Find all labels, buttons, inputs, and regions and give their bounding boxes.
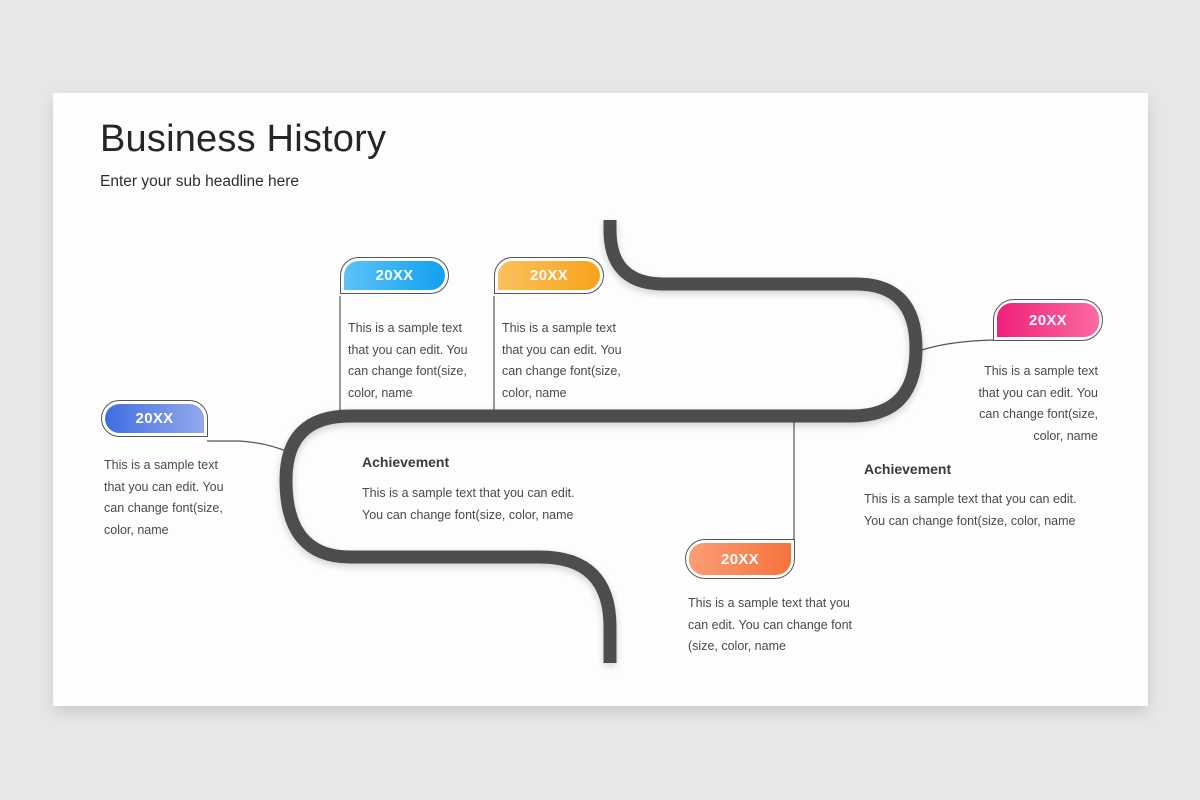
year-label: 20XX xyxy=(105,404,204,433)
page-title: Business History xyxy=(100,118,387,160)
milestone-description: This is a sample text that you can edit.… xyxy=(502,321,622,401)
year-label: 20XX xyxy=(498,261,600,290)
achievement-title: Achievement xyxy=(362,454,450,470)
milestone-description: This is a sample text that you can edit.… xyxy=(104,458,224,538)
milestone-description: This is a sample text that you can edit.… xyxy=(348,321,468,401)
achievement-text: This is a sample text that you can edit.… xyxy=(864,492,1077,528)
year-label: 20XX xyxy=(344,261,445,290)
year-label: 20XX xyxy=(689,543,791,575)
milestone-year-badge: 20XX xyxy=(685,539,795,579)
milestone-year-badge: 20XX xyxy=(494,257,604,294)
milestone-year-badge: 20XX xyxy=(101,400,208,437)
milestone-year-badge: 20XX xyxy=(340,257,449,294)
year-label: 20XX xyxy=(997,303,1099,337)
achievement-text: This is a sample text that you can edit.… xyxy=(362,486,575,522)
milestone-description: This is a sample text that you can edit.… xyxy=(688,596,853,654)
milestone-year-badge: 20XX xyxy=(993,299,1103,341)
page-subtitle: Enter your sub headline here xyxy=(100,173,300,190)
achievement-title: Achievement xyxy=(864,461,952,477)
milestone-description: This is a sample text that you can edit.… xyxy=(978,364,1098,444)
